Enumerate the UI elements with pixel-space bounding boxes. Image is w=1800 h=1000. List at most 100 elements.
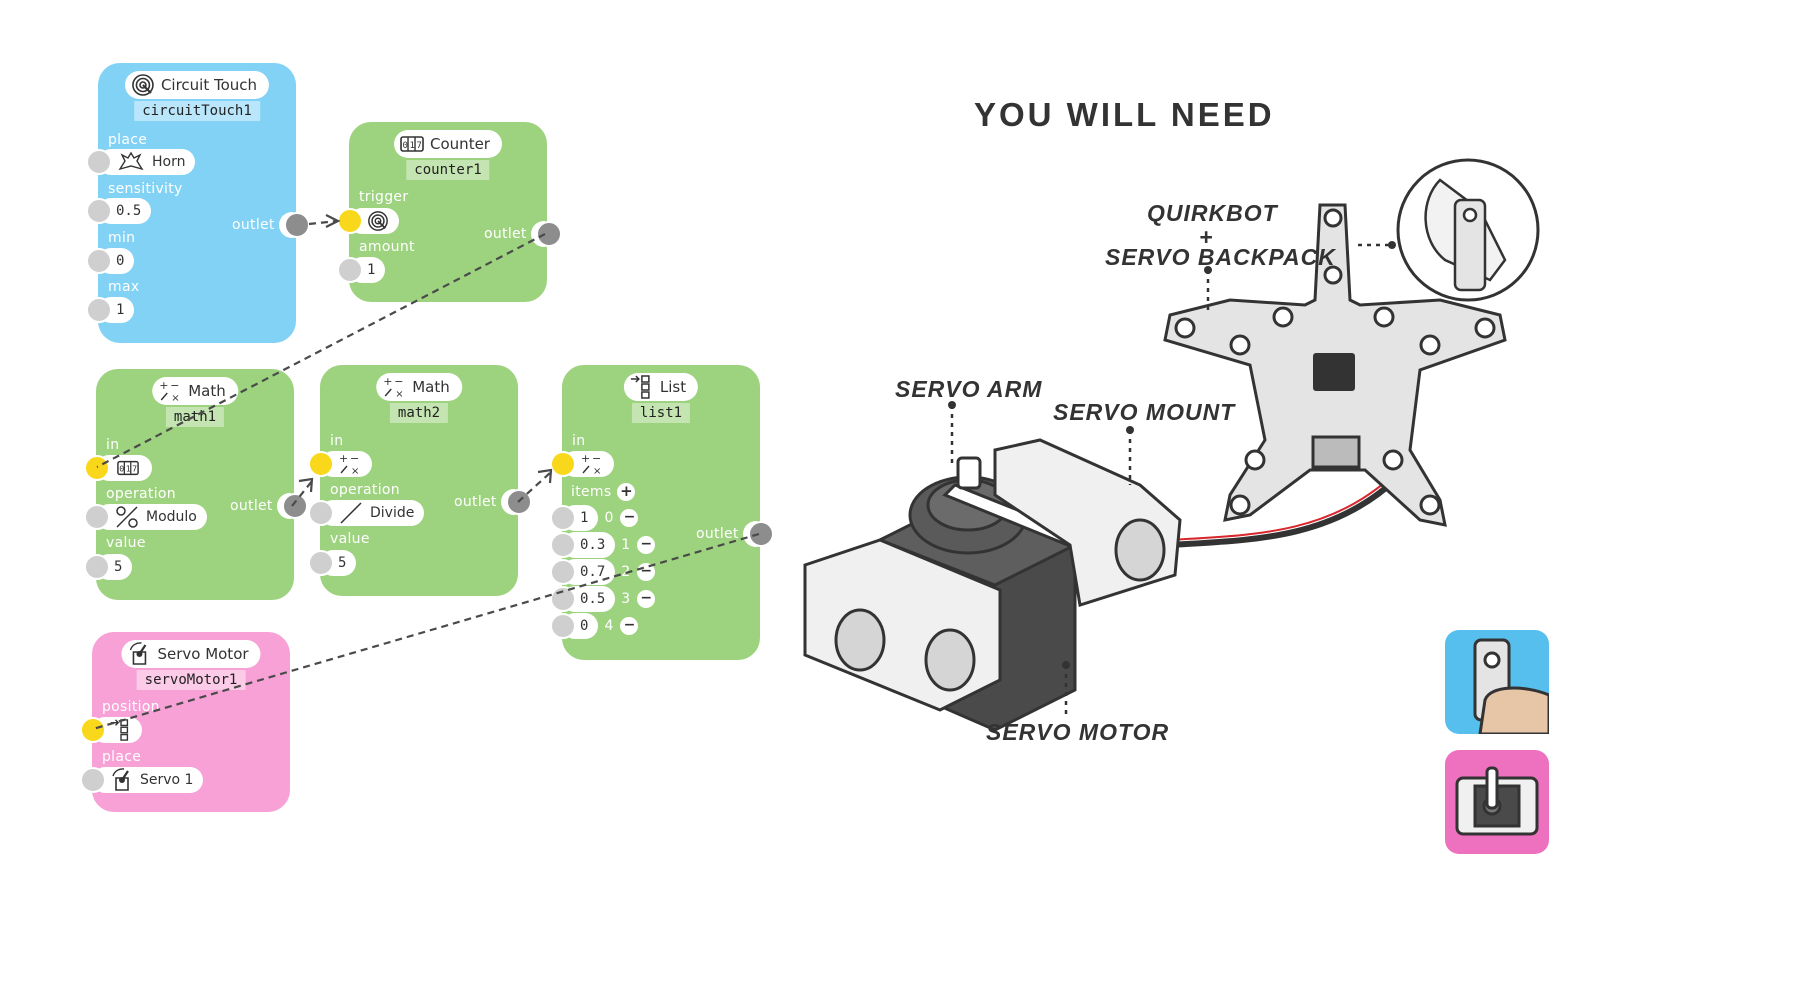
place-inlet[interactable]	[80, 767, 106, 793]
node-title-text: Math	[412, 378, 450, 396]
outlet[interactable]: outlet	[230, 493, 308, 519]
min-field[interactable]: 0	[86, 248, 135, 274]
counter-node[interactable]: Counter counter1 trigger amount 1 outlet	[337, 122, 562, 302]
item-inlet[interactable]	[550, 586, 576, 612]
operation-inlet[interactable]	[308, 500, 334, 526]
item-index: 1	[621, 537, 631, 553]
position-field[interactable]	[80, 717, 142, 743]
max-inlet[interactable]	[86, 297, 112, 323]
list-icon	[630, 375, 650, 399]
outlet[interactable]: outlet	[454, 489, 532, 515]
math-icon	[158, 379, 181, 403]
operation-field[interactable]: Modulo	[84, 504, 207, 530]
wire-touch-to-counter	[308, 219, 338, 226]
remove-item-button[interactable]: −	[620, 617, 639, 635]
value-field[interactable]: 5	[84, 554, 133, 580]
amount-field[interactable]: 1	[337, 257, 386, 283]
in-inlet[interactable]	[84, 455, 110, 481]
min-label: min	[108, 230, 136, 246]
in-inlet[interactable]	[308, 451, 334, 477]
value-inlet[interactable]	[84, 554, 110, 580]
hand-pressing-thumbnail[interactable]	[1445, 630, 1551, 736]
outlet-dot[interactable]	[747, 521, 774, 547]
item-inlet[interactable]	[550, 559, 576, 585]
servo-cable	[1169, 454, 1403, 548]
node-id: circuitTouch1	[134, 101, 260, 121]
counter-icon	[400, 136, 424, 152]
math1-node[interactable]: Math math1 in operation Modulo value 5 o…	[84, 369, 308, 600]
item-index: 4	[604, 618, 614, 634]
remove-item-button[interactable]: −	[637, 563, 656, 581]
you-will-need-title: YOU WILL NEED	[974, 96, 1275, 133]
node-id: servoMotor1	[136, 670, 246, 690]
max-field[interactable]: 1	[86, 297, 135, 323]
list-item[interactable]: 0 4 −	[550, 613, 639, 639]
amount-inlet[interactable]	[337, 257, 363, 283]
in-field[interactable]	[84, 455, 152, 481]
item-inlet[interactable]	[550, 505, 576, 531]
in-inlet[interactable]	[550, 451, 576, 477]
place-pill[interactable]: Horn	[98, 149, 196, 175]
servo-mount-thumbnail[interactable]	[1445, 750, 1549, 854]
outlet[interactable]: outlet	[484, 221, 562, 247]
outlet-label: outlet	[696, 526, 739, 542]
outlet-dot[interactable]	[283, 212, 310, 238]
operation-pill[interactable]: Modulo	[96, 504, 207, 530]
outlet-dot[interactable]	[281, 493, 308, 519]
operation-field[interactable]: Divide	[308, 500, 425, 526]
amount-label: amount	[359, 239, 415, 255]
servo-arm-label: SERVO ARM	[895, 376, 1043, 402]
add-item-button[interactable]: +	[617, 483, 636, 501]
in-field[interactable]	[550, 451, 614, 477]
operation-value: Modulo	[146, 509, 197, 525]
operation-inlet[interactable]	[84, 504, 110, 530]
sensitivity-field[interactable]: 0.5	[86, 198, 152, 224]
servo-motor-node[interactable]: Servo Motor servoMotor1 position place S…	[80, 632, 290, 812]
trigger-field[interactable]	[337, 208, 399, 234]
outlet-label: outlet	[230, 498, 273, 514]
place-field[interactable]: Horn	[86, 149, 196, 175]
value-inlet[interactable]	[308, 550, 334, 576]
value-field[interactable]: 5	[308, 550, 357, 576]
outlet[interactable]: outlet	[696, 521, 774, 547]
item-inlet[interactable]	[550, 613, 576, 639]
in-field[interactable]	[308, 451, 372, 477]
operation-pill[interactable]: Divide	[320, 500, 425, 526]
remove-item-button[interactable]: −	[637, 590, 656, 608]
item-index: 3	[621, 591, 631, 607]
list-item[interactable]: 0.5 3 −	[550, 586, 656, 612]
node-id: math2	[389, 403, 449, 423]
sensitivity-inlet[interactable]	[86, 198, 112, 224]
place-pill[interactable]: Servo 1	[92, 767, 204, 793]
outlet[interactable]: outlet	[232, 212, 310, 238]
node-title-text: List	[659, 378, 687, 396]
list-node[interactable]: List list1 in items + 1 0 − 0.3 1 − 0.7 …	[550, 365, 774, 660]
math2-node[interactable]: Math math2 in operation Divide value 5 o…	[308, 365, 532, 596]
servo-backpack-label: SERVO BACKPACK	[1105, 244, 1336, 270]
circuit-touch-node[interactable]: Circuit Touch circuitTouch1 place Horn s…	[86, 63, 310, 343]
node-title-text: Math	[188, 382, 226, 400]
operation-label: operation	[106, 486, 176, 502]
remove-item-button[interactable]: −	[620, 509, 639, 527]
servo-mount-label: SERVO MOUNT	[1053, 399, 1236, 425]
value-label: value	[106, 535, 146, 551]
servo-motor-icon	[129, 642, 147, 666]
outlet-dot[interactable]	[505, 489, 532, 515]
place-inlet[interactable]	[86, 149, 112, 175]
place-label: place	[108, 132, 148, 148]
trigger-inlet[interactable]	[337, 208, 363, 234]
place-value: Servo 1	[140, 772, 194, 788]
item-inlet[interactable]	[550, 532, 576, 558]
place-field[interactable]: Servo 1	[80, 767, 204, 793]
list-item[interactable]: 0.7 2 −	[550, 559, 656, 585]
place-label: place	[102, 749, 142, 765]
min-inlet[interactable]	[86, 248, 112, 274]
outlet-dot[interactable]	[535, 221, 562, 247]
node-title: List	[623, 373, 699, 401]
position-inlet[interactable]	[80, 717, 106, 743]
remove-item-button[interactable]: −	[637, 536, 656, 554]
math-icon	[580, 452, 603, 476]
trigger-label: trigger	[359, 189, 409, 205]
list-item[interactable]: 1 0 −	[550, 505, 639, 531]
list-item[interactable]: 0.3 1 −	[550, 532, 656, 558]
